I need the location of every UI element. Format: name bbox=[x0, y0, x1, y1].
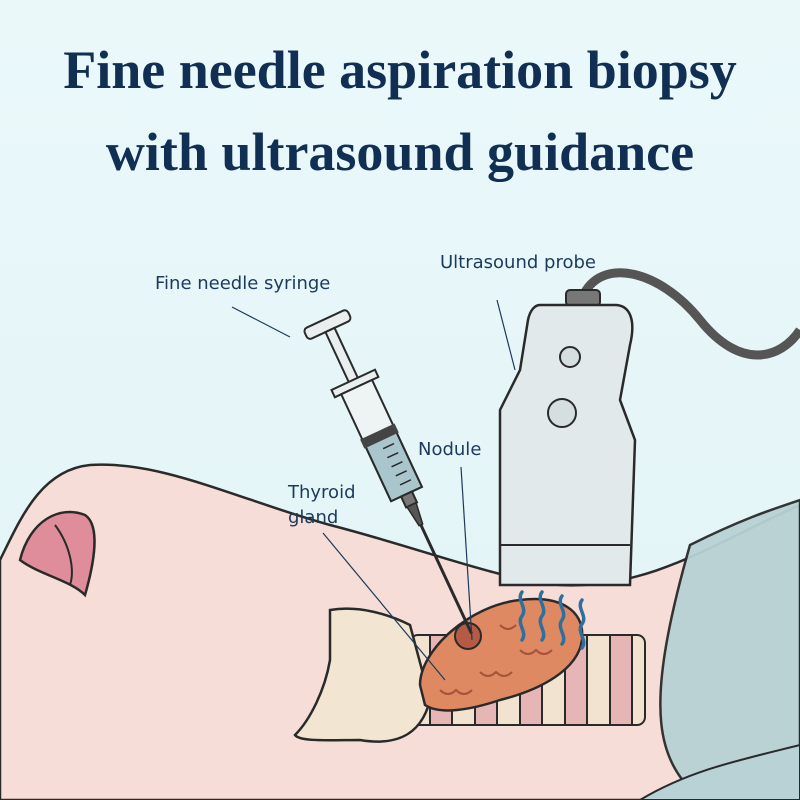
ultrasound-probe bbox=[498, 303, 637, 587]
leader-lines bbox=[231, 299, 516, 681]
syringe bbox=[303, 309, 473, 635]
label-nodule: Nodule bbox=[418, 439, 482, 460]
lips bbox=[18, 510, 96, 598]
label-ultrasound-probe: Ultrasound probe bbox=[440, 252, 596, 273]
probe-cable bbox=[577, 268, 800, 360]
title-line-1: Fine needle aspiration biopsy bbox=[63, 40, 737, 100]
label-fine-needle-syringe: Fine needle syringe bbox=[155, 273, 331, 294]
label-thyroid-line2: gland bbox=[288, 507, 339, 528]
label-thyroid-line1: Thyroid bbox=[288, 482, 356, 503]
probe-button-small bbox=[559, 346, 581, 368]
label-thyroid: Thyroid gland bbox=[288, 480, 356, 530]
thyroid-cartilage bbox=[293, 607, 432, 743]
probe-button-large bbox=[547, 398, 577, 428]
title-block: Fine needle aspiration biopsy with ultra… bbox=[0, 38, 800, 184]
title-line-2: with ultrasound guidance bbox=[105, 122, 695, 182]
ultrasound-waves bbox=[518, 590, 586, 650]
